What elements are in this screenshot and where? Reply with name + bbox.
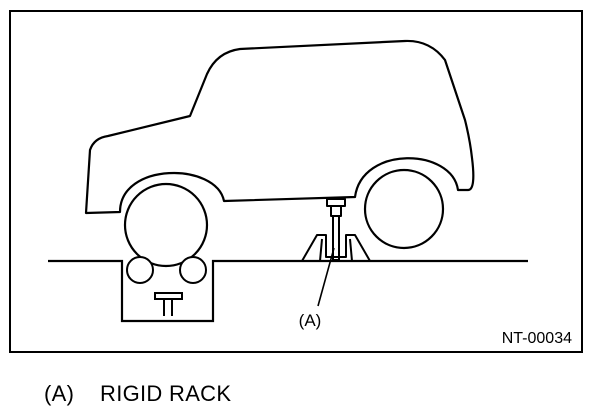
figure-code: NT-00034 (502, 330, 572, 347)
rear-wheel (363, 168, 445, 250)
front-wheel (123, 182, 209, 268)
floor-and-pit (48, 259, 528, 323)
legend-text: RIGID RACK (100, 381, 232, 406)
callout-label: (A) (299, 311, 322, 330)
pit-jack (154, 292, 183, 316)
legend: (A) RIGID RACK (44, 381, 231, 407)
pit-roller-left (126, 256, 154, 284)
rigid-rack (301, 198, 371, 262)
vehicle-body (84, 39, 475, 215)
vehicle-on-rigid-rack-diagram: (A) NT-00034 (9, 10, 583, 353)
callout-leader (317, 247, 335, 307)
legend-key: (A) (44, 381, 75, 406)
pit-roller-right (179, 256, 207, 284)
figure-frame (9, 10, 583, 353)
